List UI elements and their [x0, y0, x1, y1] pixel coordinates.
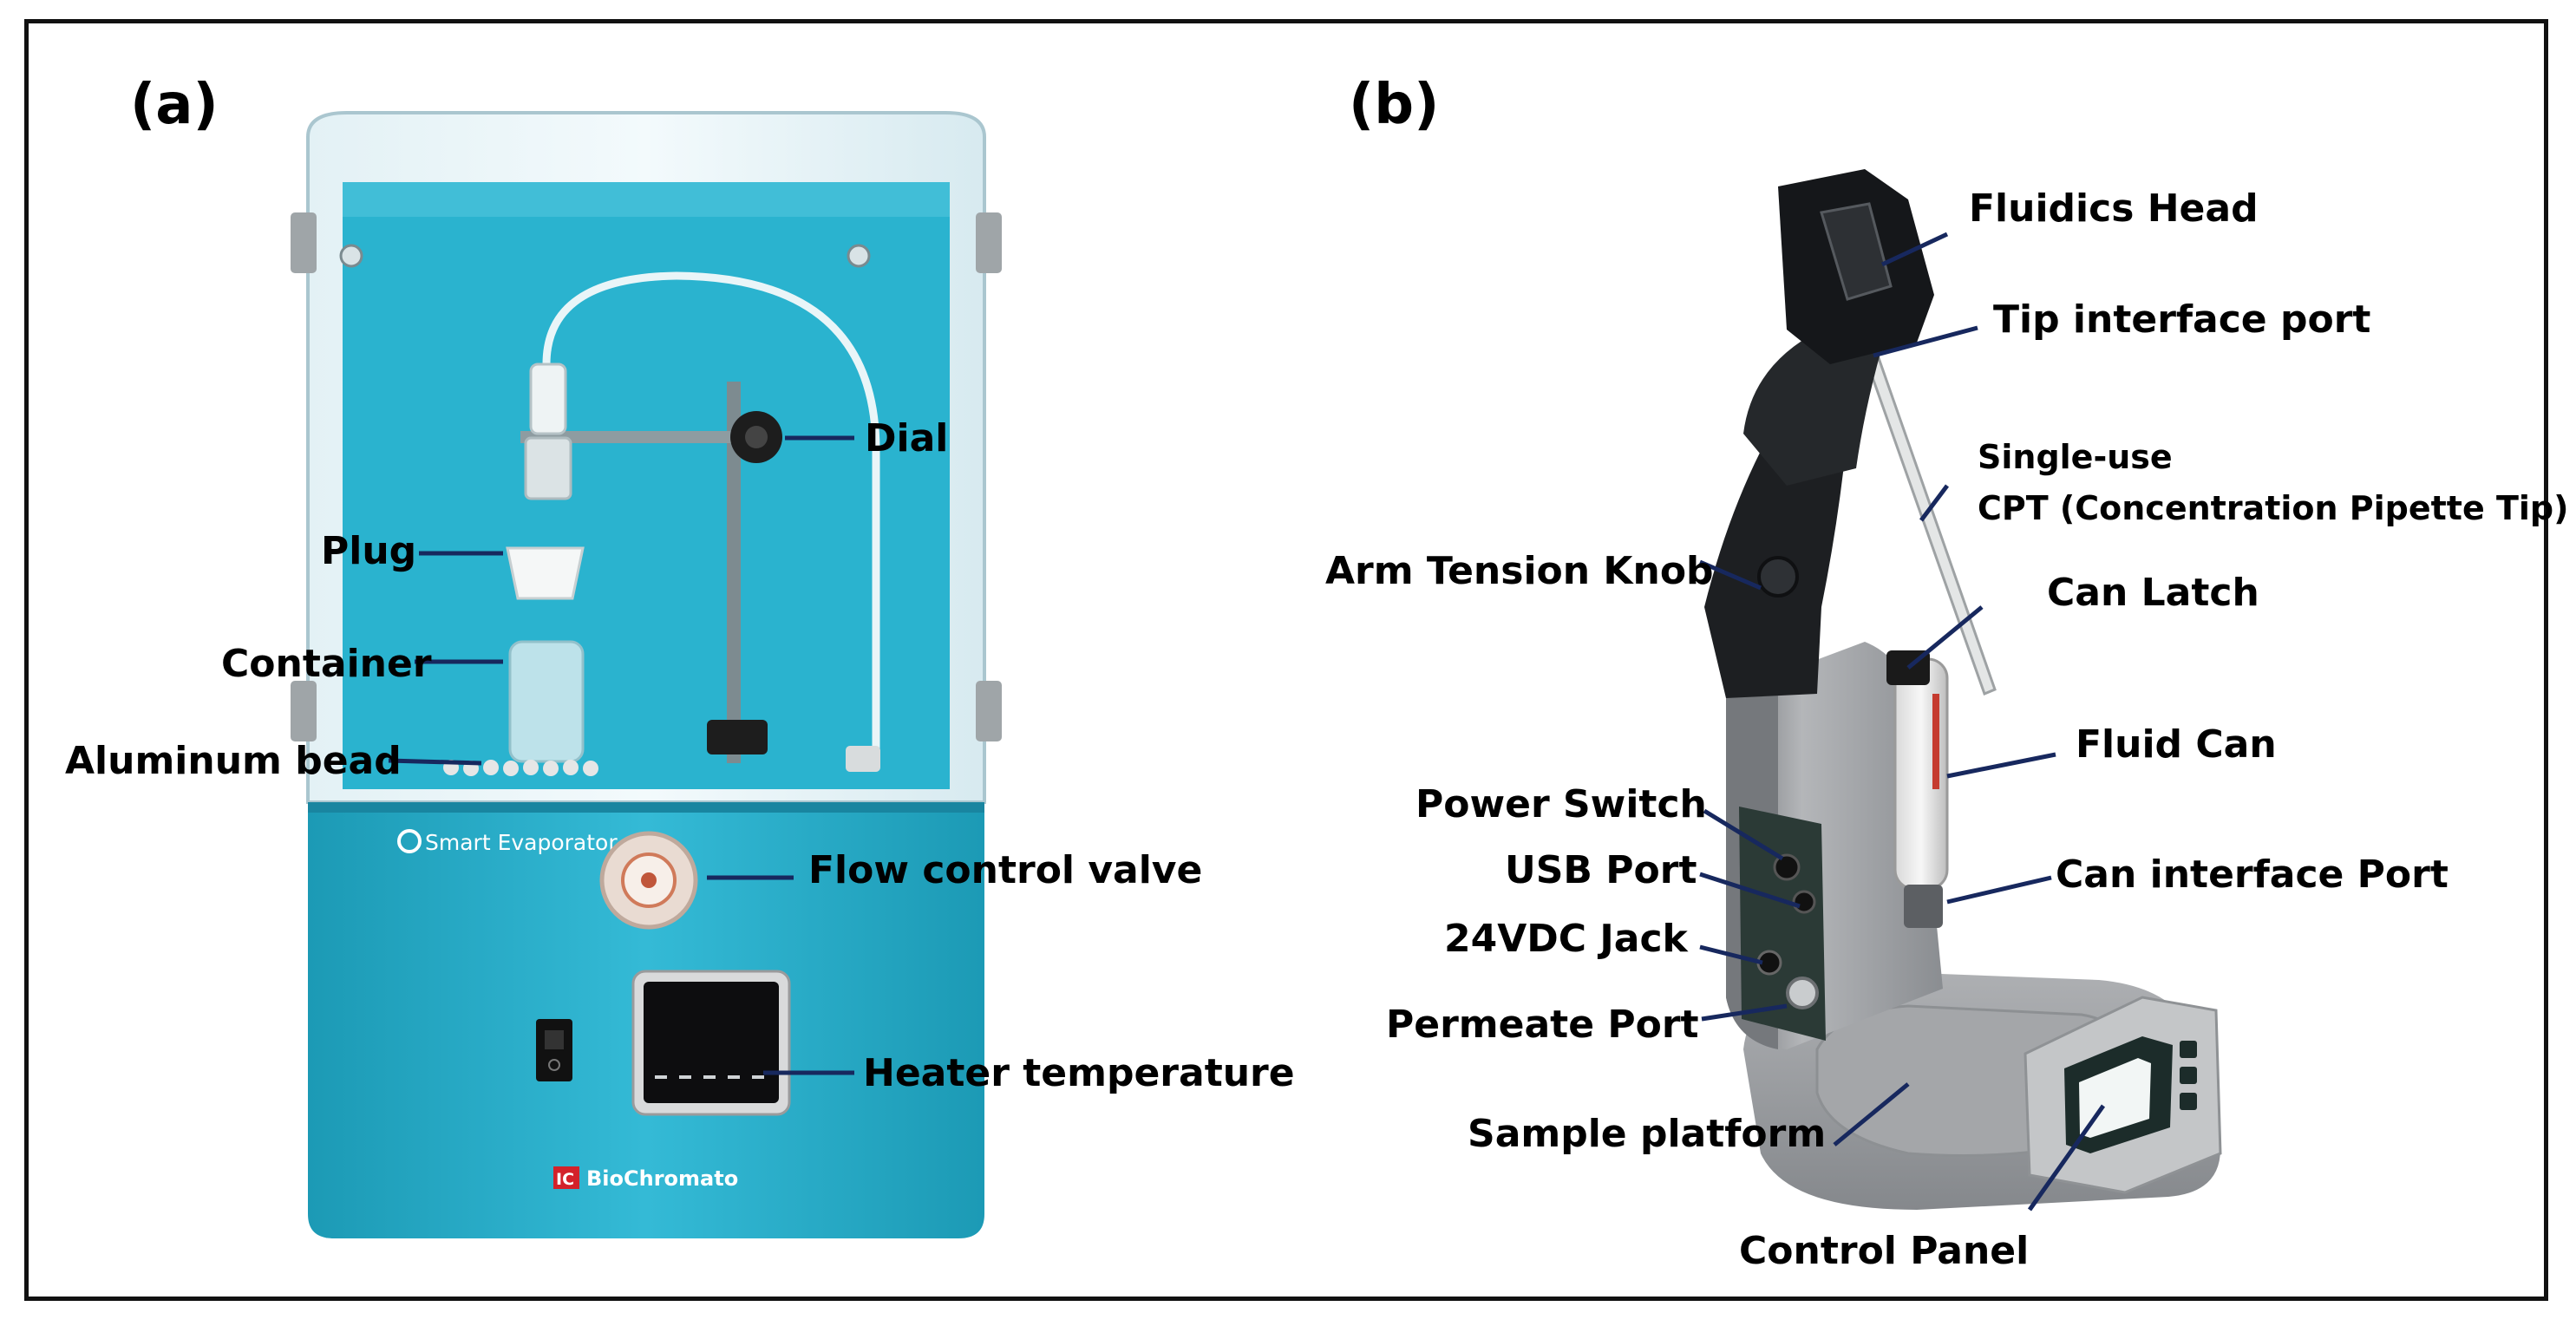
hinge	[976, 212, 1002, 273]
label-can-latch: Can Latch	[2047, 571, 2259, 615]
usb-port	[1792, 890, 1816, 914]
label-aluminum-bead: Aluminum bead	[65, 739, 402, 783]
inner-back-panel	[343, 182, 950, 789]
maker-text: BioChromato	[586, 1166, 738, 1191]
label-flow-control-valve: Flow control valve	[808, 848, 1202, 892]
power-switch-b	[1773, 853, 1801, 881]
container	[508, 640, 585, 763]
leader-24vdc-jack	[1699, 944, 1763, 965]
label-usb-port: USB Port	[1505, 848, 1697, 892]
label-24vdc-jack: 24VDC Jack	[1444, 917, 1690, 961]
leader-aluminum-bead	[388, 758, 482, 766]
leader-control-panel	[2027, 1104, 2106, 1212]
label-fluidics-head: Fluidics Head	[1969, 186, 2259, 231]
label-dial: Dial	[865, 416, 948, 461]
panel-label-a: (a)	[130, 73, 219, 137]
permeate-port	[1786, 977, 1819, 1009]
hinge	[291, 681, 317, 741]
figure-frame	[24, 19, 2548, 1301]
leader-arm-tension-knob	[1699, 559, 1762, 591]
label-container: Container	[221, 642, 432, 686]
leader-usb-port	[1699, 872, 1801, 909]
label-cpt-line1: Single-use	[1978, 438, 2173, 476]
label-tip-interface-port: Tip interface port	[1993, 297, 2370, 342]
label-plug: Plug	[321, 529, 416, 573]
can-interface-port	[1904, 885, 1943, 928]
power-switch	[536, 1019, 572, 1081]
label-permeate-port: Permeate Port	[1386, 1003, 1699, 1047]
label-control-panel: Control Panel	[1739, 1229, 2029, 1273]
hinge	[976, 681, 1002, 741]
label-heater-temperature: Heater temperature	[863, 1051, 1295, 1095]
brand-logo-icon	[397, 829, 422, 853]
maker-badge-text: IC	[556, 1170, 574, 1189]
leader-cpt	[1919, 484, 1949, 522]
label-can-interface-port: Can interface Port	[2056, 852, 2449, 897]
leader-can-latch	[1906, 605, 1984, 670]
leader-tip-interface-port	[1873, 325, 1978, 358]
panel-label-b: (b)	[1349, 73, 1439, 137]
leader-power-switch	[1703, 808, 1784, 861]
brand-text: Smart Evaporator	[425, 830, 618, 855]
leader-sample-platform	[1833, 1082, 1910, 1146]
leader-fluidics-head	[1880, 232, 1949, 267]
label-fluid-can: Fluid Can	[2076, 722, 2277, 767]
smart-evaporator-device: Smart Evaporator IC BioChromato	[291, 111, 1002, 1238]
plug	[506, 546, 585, 600]
tubing	[542, 271, 880, 768]
arm-tension-knob	[1757, 556, 1799, 598]
maker-badge	[553, 1166, 579, 1189]
stand-rod	[727, 382, 741, 763]
leader-can-interface-port	[1946, 875, 2052, 905]
leader-fluid-can	[1946, 752, 2056, 779]
label-sample-platform: Sample platform	[1468, 1112, 1826, 1156]
hinge	[291, 212, 317, 273]
label-arm-tension-knob: Arm Tension Knob	[1325, 549, 1714, 593]
leader-permeate-port	[1701, 1003, 1788, 1022]
label-power-switch: Power Switch	[1415, 782, 1707, 826]
label-cpt-line2: CPT (Concentration Pipette Tip)	[1978, 489, 2568, 527]
pipette-tip	[1862, 354, 1997, 696]
